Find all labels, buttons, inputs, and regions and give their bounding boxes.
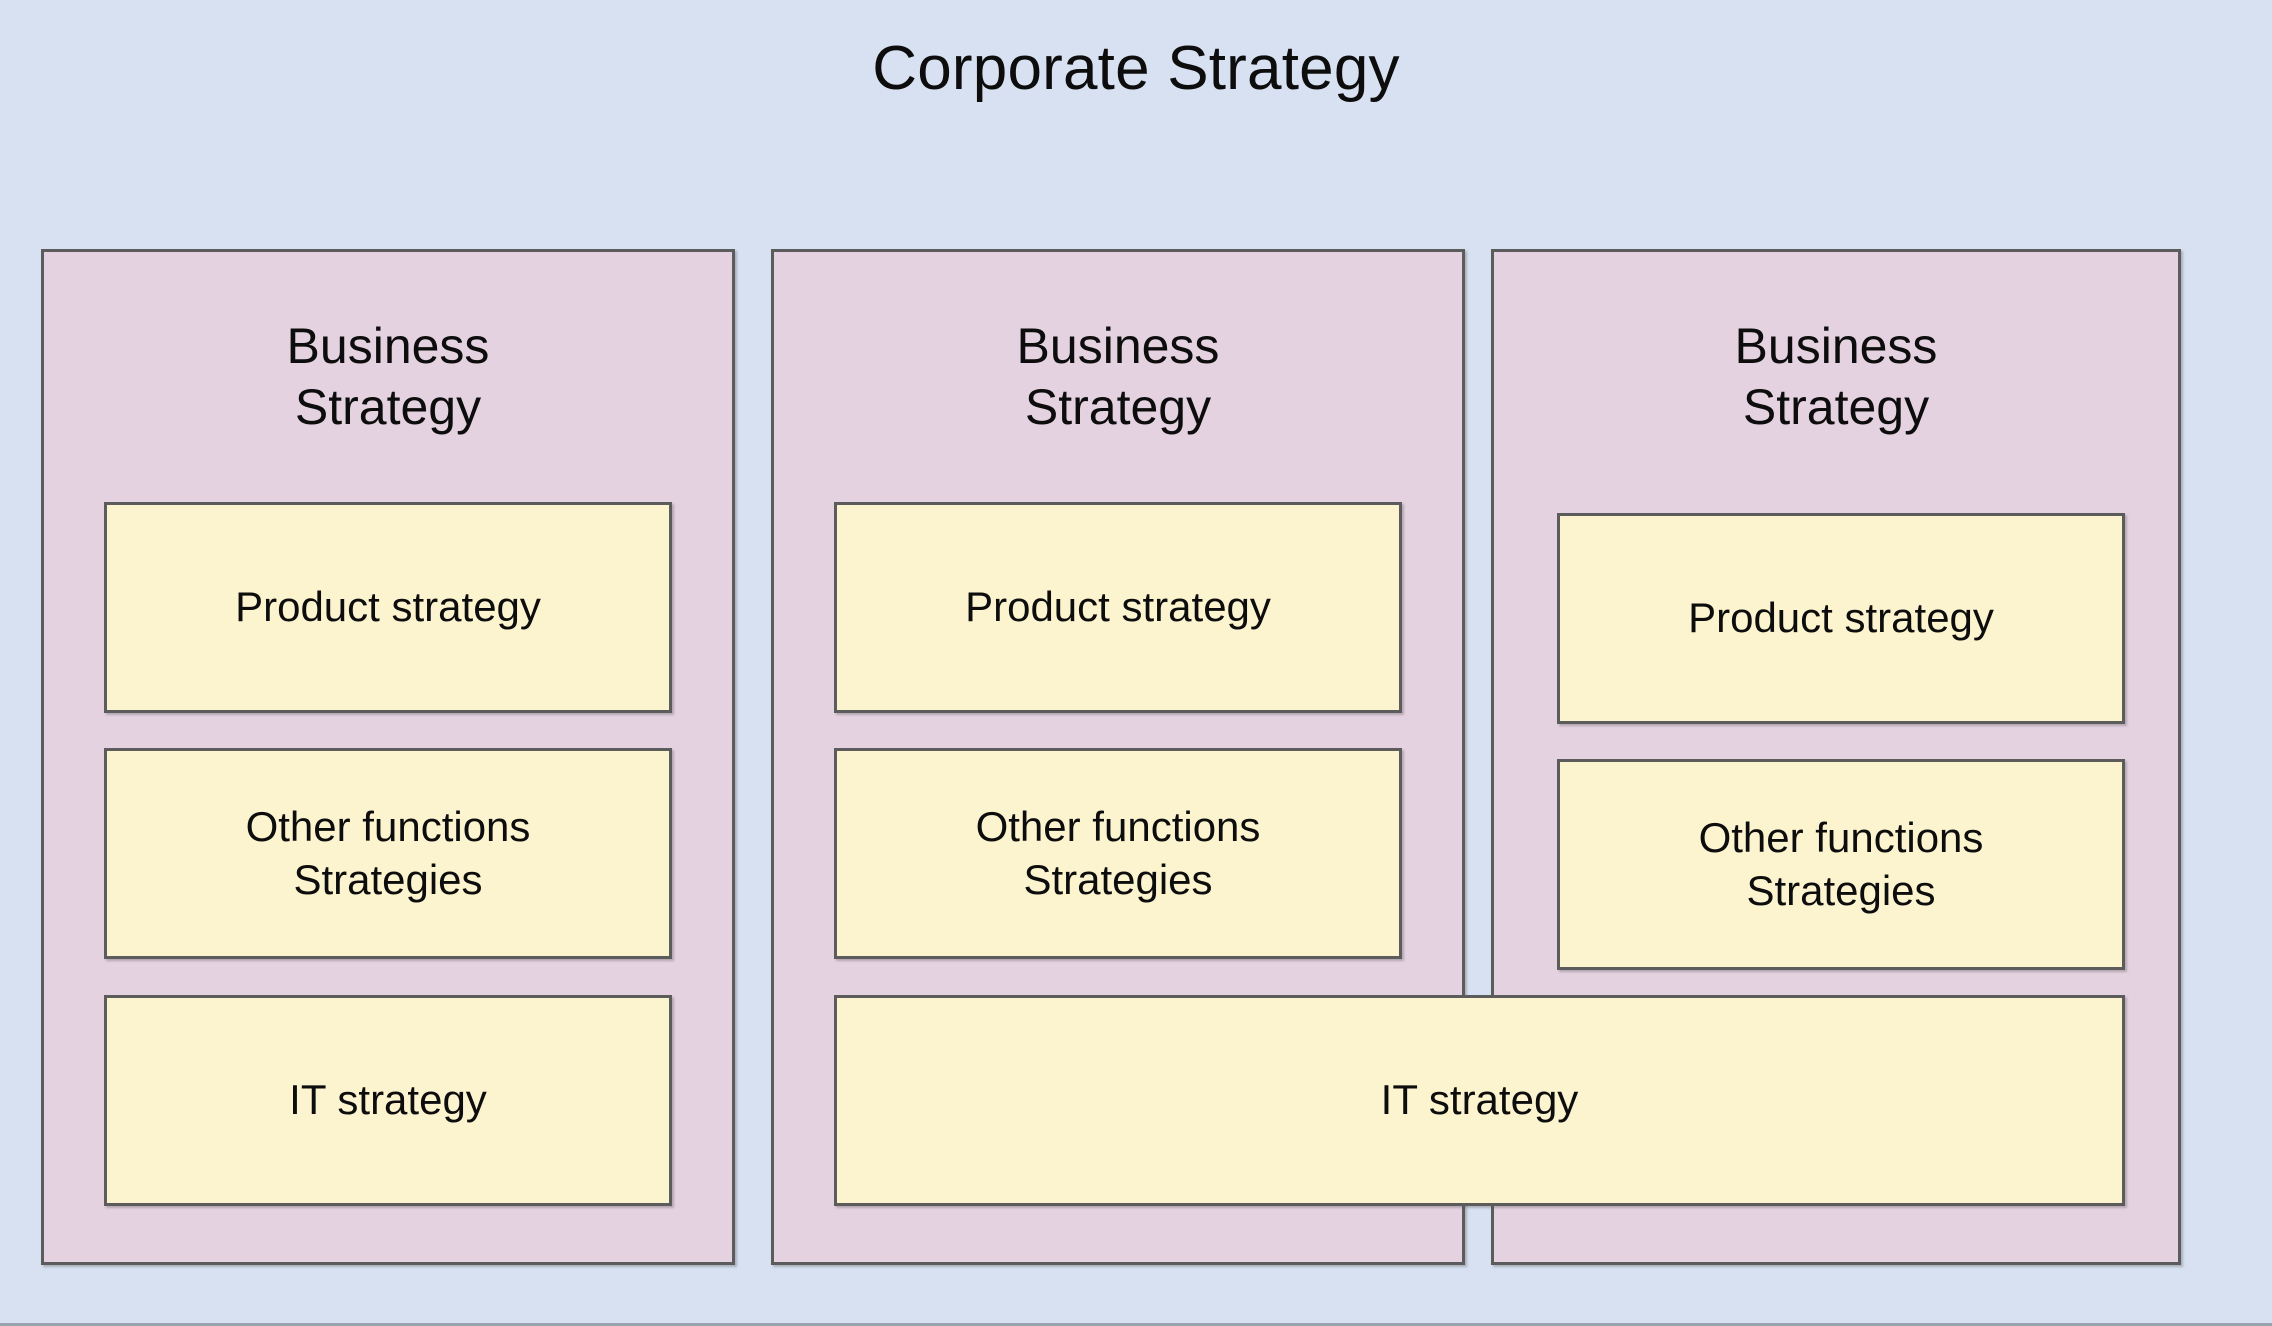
sbox-label: Product strategy xyxy=(965,583,1271,631)
shared-it-strategy-box: IT strategy xyxy=(834,995,2125,1206)
panel-heading: Business Strategy xyxy=(1734,318,1938,435)
product-strategy-box-panel-2: Product strategy xyxy=(834,502,1402,713)
panel-heading: Business Strategy xyxy=(1016,318,1220,435)
it-strategy-box-panel-1: IT strategy xyxy=(104,995,672,1206)
other-functions-strategies-box-panel-1: Other functions Strategies xyxy=(104,748,672,959)
other-functions-strategies-box-panel-2: Other functions Strategies xyxy=(834,748,1402,959)
other-functions-strategies-box-panel-3: Other functions Strategies xyxy=(1557,759,2125,970)
sbox-label: Product strategy xyxy=(1688,594,1994,642)
sbox-label: IT strategy xyxy=(1380,1076,1579,1124)
sbox-label: Product strategy xyxy=(235,583,541,631)
sbox-label: IT strategy xyxy=(289,1076,487,1124)
product-strategy-box-panel-1: Product strategy xyxy=(104,502,672,713)
sbox-label: Other functions Strategies xyxy=(245,803,531,903)
product-strategy-box-panel-3: Product strategy xyxy=(1557,513,2125,724)
panel-heading: Business Strategy xyxy=(286,318,490,435)
page-title: Corporate Strategy xyxy=(872,34,1400,103)
sbox-label: Other functions Strategies xyxy=(1698,814,1984,914)
sbox-label: Other functions Strategies xyxy=(975,803,1261,903)
